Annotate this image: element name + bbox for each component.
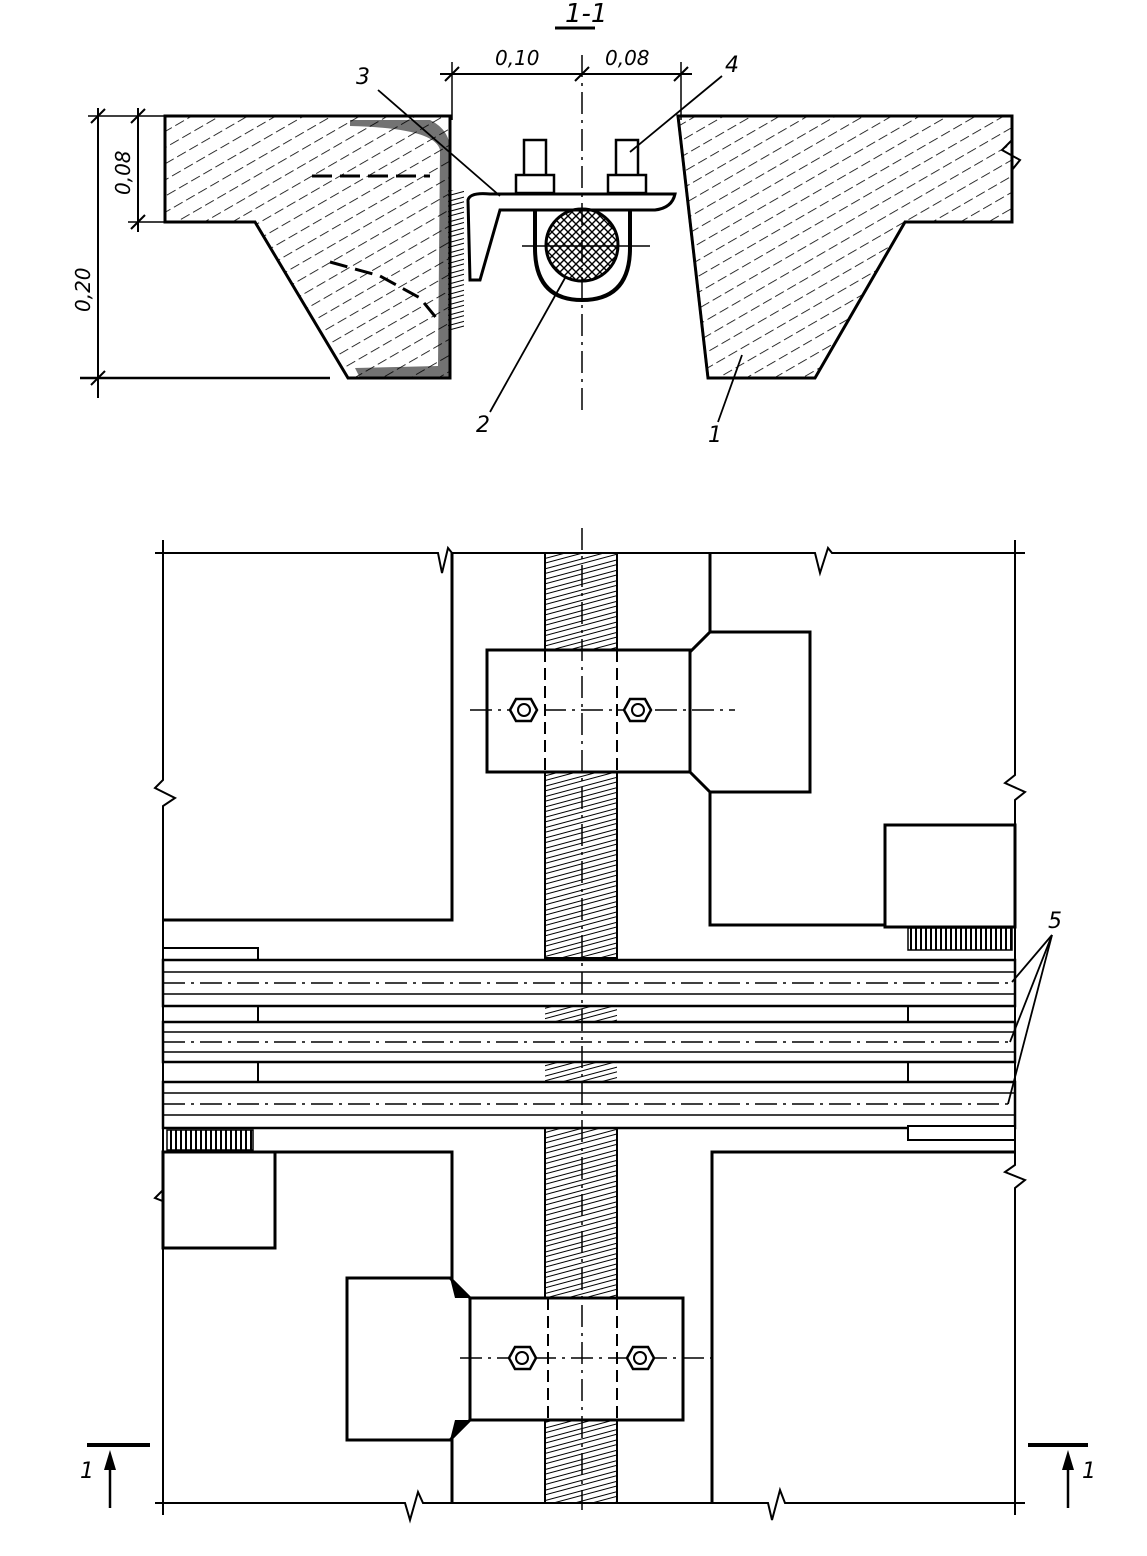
callout-5-leader-b <box>1009 934 1053 1043</box>
dim-flange-thickness: 0,08 <box>111 150 135 195</box>
weld-mark-bottom <box>450 1420 470 1440</box>
dim-total-height: 0,20 <box>71 267 95 312</box>
section-mark-left: 1 <box>80 1443 150 1508</box>
dim-tick-top <box>90 108 106 124</box>
section-mark-right: 1 <box>1028 1443 1096 1508</box>
joint-strip-between <box>545 1062 617 1082</box>
callout-4-label: 4 <box>725 53 739 78</box>
corner-hatch-bottom-left <box>166 1129 254 1151</box>
dim-tick-top2 <box>130 108 146 124</box>
section-mark-left-label: 1 <box>80 1459 94 1484</box>
dim-width-left: 0,10 <box>495 46 540 70</box>
callout-5-label: 5 <box>1048 909 1062 934</box>
weld-mark-top <box>450 1278 470 1298</box>
nut-icon <box>508 697 539 723</box>
clamp-plate <box>466 192 677 282</box>
angle-weld-hatch <box>448 190 464 330</box>
steel-angle <box>350 120 450 378</box>
dim-tick-mid2 <box>130 214 146 230</box>
callout-5-leader-a <box>1011 934 1053 983</box>
corner-plate-top-right <box>883 823 1017 929</box>
section-title: 1-1 <box>565 0 607 29</box>
cover-strips <box>161 947 1017 1141</box>
callout-5-leader-c <box>1007 934 1053 1105</box>
nut-icon <box>507 1345 538 1371</box>
cover-strip-3 <box>161 1080 1017 1130</box>
u-clip <box>533 210 632 303</box>
slab-top-left <box>163 553 454 922</box>
callout-2-label: 2 <box>476 413 490 438</box>
strip-right-tab-bottom <box>907 1125 1016 1141</box>
clamp-top-angle <box>688 630 812 794</box>
nut-icon <box>625 1345 656 1371</box>
callout-3-label: 3 <box>356 65 370 90</box>
nut-right <box>606 173 648 195</box>
clamp-bottom-angle <box>345 1276 472 1442</box>
plan-top-edge <box>155 545 1025 577</box>
callout-1-label: 1 <box>708 423 722 448</box>
dim-tick-mid <box>574 66 590 82</box>
dim-tick-left <box>444 66 460 82</box>
anchor-bar-lower <box>329 260 440 321</box>
slab-bottom-right <box>710 1150 1015 1503</box>
nut-icon <box>622 697 653 723</box>
joint-strip-between <box>545 1006 617 1022</box>
dim-tick-bottom <box>90 370 106 386</box>
callout-4-leader <box>629 75 723 153</box>
plan-view: 5 1 1 <box>80 528 1096 1524</box>
nut-left <box>514 173 556 195</box>
dim-tick-right <box>673 66 689 82</box>
callout-1-leader <box>717 354 743 423</box>
dim-width-right: 0,08 <box>605 46 650 70</box>
left-slab-section <box>163 114 452 380</box>
right-slab-section <box>676 114 1014 380</box>
right-slab-break <box>1000 139 1022 171</box>
section-mark-right-label: 1 <box>1082 1459 1096 1484</box>
corner-plate-bottom-left <box>161 1150 277 1250</box>
callout-2-leader <box>489 277 566 413</box>
section-view: 1-1 0,10 <box>71 0 1022 448</box>
gap-edge <box>676 115 710 379</box>
corner-hatch-top-right <box>907 927 1013 951</box>
callout-3-leader <box>377 89 501 197</box>
